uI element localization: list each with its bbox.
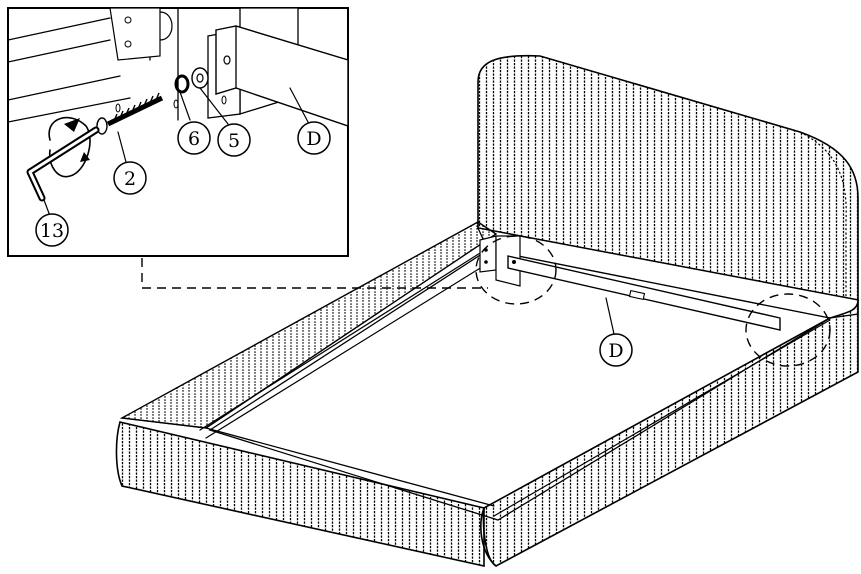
callout-6: 6	[177, 121, 211, 155]
spring-washer-icon	[174, 74, 190, 94]
callout-5: 5	[217, 123, 251, 157]
callout-2-label: 2	[124, 168, 136, 190]
detail-circle-right	[745, 293, 831, 367]
callout-13-label: 13	[40, 220, 64, 242]
callout-13: 13	[35, 213, 69, 247]
washer-icon	[191, 67, 209, 89]
callout-d-inset: D	[297, 121, 331, 155]
inset-leader	[141, 258, 488, 289]
detail-inset	[7, 7, 349, 257]
detail-circle-left	[475, 235, 557, 305]
callout-5-label: 5	[228, 130, 240, 152]
rotation-arrow-icon	[48, 116, 91, 178]
allen-key-icon	[26, 126, 100, 202]
callout-d-main-label: D	[608, 340, 623, 362]
rail-d-main	[507, 255, 781, 331]
callout-6-label: 6	[188, 128, 200, 150]
callout-d-inset-label: D	[306, 128, 321, 150]
bed-frame	[115, 221, 859, 567]
callout-d-main: D	[599, 333, 633, 367]
callout-2: 2	[113, 161, 147, 195]
